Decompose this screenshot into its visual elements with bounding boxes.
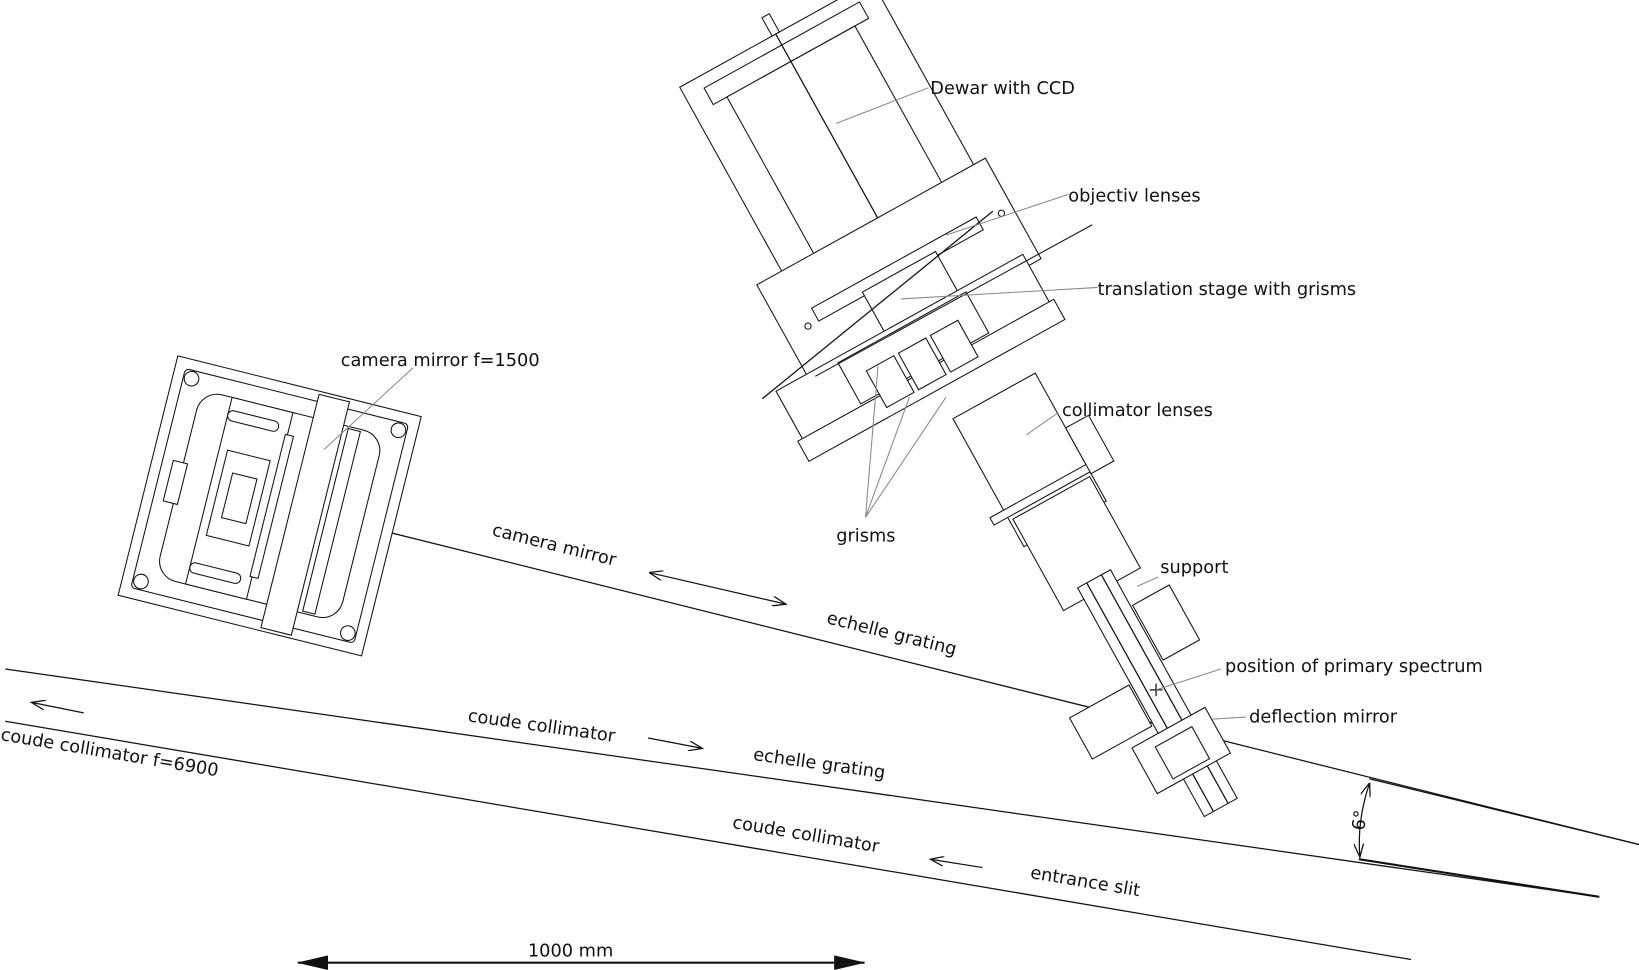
label-camera-mirror: camera mirror — [490, 521, 619, 571]
collimator-slit-beam — [5, 720, 1412, 961]
arrow-left — [31, 702, 84, 714]
beam-lines — [5, 501, 1639, 961]
label-entrance-slit: entrance slit — [1029, 863, 1142, 901]
label-coude-collimator-2: coude collimator — [731, 813, 881, 857]
arrow-right — [647, 737, 702, 748]
label-camera-mirror-f: camera mirror f=1500 — [341, 351, 540, 371]
label-translation-stage: translation stage with grisms — [1098, 280, 1357, 300]
camera-mirror-assembly — [117, 355, 422, 657]
label-deflection-mirror: deflection mirror — [1249, 707, 1398, 727]
direction-arrows — [31, 573, 983, 869]
angle-arc — [1359, 784, 1369, 857]
leader — [323, 367, 414, 450]
label-collimator-lenses: collimator lenses — [1062, 401, 1213, 421]
label-dewar: Dewar with CCD — [930, 79, 1075, 99]
label-echelle-grating-2: echelle grating — [752, 745, 887, 783]
label-angle: 6° — [1349, 809, 1372, 832]
label-support: support — [1160, 558, 1228, 578]
leader-lines — [836, 87, 1246, 720]
angle-ref-line-2 — [1358, 858, 1600, 898]
label-objectiv-lenses: objectiv lenses — [1068, 187, 1200, 207]
collimator-echelle-beam — [5, 668, 1600, 898]
screw-icons — [133, 370, 407, 641]
double-arrow — [650, 573, 786, 604]
label-grisms: grisms — [836, 526, 895, 546]
label-echelle-grating-1: echelle grating — [825, 608, 959, 660]
label-coude-collimator-f: coude collimator f=6900 — [0, 725, 220, 781]
label-coude-collimator-1: coude collimator — [467, 706, 617, 747]
scale-bar-label: 1000 mm — [528, 941, 613, 961]
spectrograph-assembly — [679, 0, 1238, 818]
label-primary-spectrum: position of primary spectrum — [1225, 657, 1483, 677]
camera-echelle-beam — [266, 501, 1639, 846]
angle-ref-line — [1369, 778, 1639, 846]
arrow-left-slit — [930, 859, 983, 869]
